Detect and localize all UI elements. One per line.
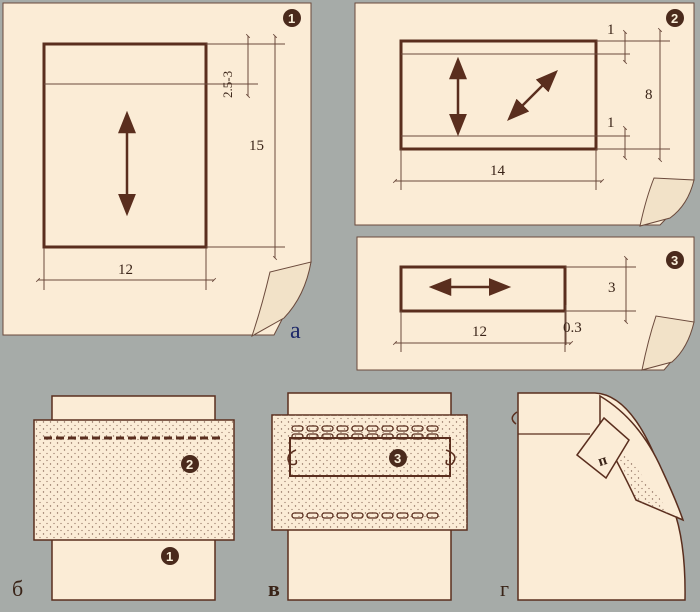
section-label-g: г: [500, 576, 509, 601]
piece-rectangle: [399, 39, 598, 151]
svg-text:3: 3: [394, 451, 401, 466]
height-label: 8: [645, 87, 653, 103]
paper-sheet: [2, 2, 312, 336]
height-label: 15: [249, 138, 264, 154]
width-label: 12: [118, 262, 133, 278]
badge-2: [181, 455, 199, 473]
width-label: 14: [490, 163, 506, 179]
svg-text:2: 2: [186, 457, 193, 472]
running-stitches-bottom: [291, 512, 439, 519]
hanging-loop: [511, 411, 518, 425]
badge-1: [161, 547, 179, 565]
page-curl: [639, 177, 695, 227]
folded-flap: [599, 394, 685, 522]
running-stitches-top: [291, 425, 439, 440]
loop-left: [287, 449, 298, 466]
tab-piece: [575, 416, 630, 480]
small-gap-label: 0.3: [563, 320, 582, 336]
section-label-v: в: [268, 576, 280, 601]
paper-sheet: [356, 236, 695, 371]
bottom-margin-label: 1: [607, 115, 615, 131]
svg-text:1: 1: [166, 549, 173, 564]
section-label-b: б: [12, 576, 23, 601]
loop-right: [445, 449, 456, 466]
svg-text:1: 1: [288, 11, 295, 26]
hem-label: 2.5-3: [220, 71, 235, 98]
top-margin-label: 1: [607, 22, 615, 38]
section-label-a: а: [290, 318, 301, 344]
paper-sheet: [354, 2, 695, 226]
svg-text:2: 2: [671, 11, 678, 26]
pattern-sheet-2: 14 8 1 1 2: [354, 2, 695, 227]
badge-3: [389, 449, 407, 467]
page-curl: [641, 315, 695, 371]
assembly-step-g: п г: [500, 392, 686, 601]
badge-2: [666, 9, 684, 27]
page-curl: [251, 261, 312, 338]
pattern-sheet-1: 12 15 2.5-3 1: [2, 2, 312, 338]
grain-arrow-diagonal: [507, 70, 558, 121]
badge-3: [666, 251, 684, 269]
width-label: 12: [472, 324, 487, 340]
pattern-sheet-3: 12 3 0.3 3: [356, 236, 695, 371]
badge-1: [283, 9, 301, 27]
assembly-step-b: 2 1 б: [12, 395, 235, 601]
piece-rectangle: [42, 42, 208, 249]
piece-rectangle: [399, 265, 567, 313]
assembly-step-v: 3 в: [268, 392, 468, 601]
svg-text:3: 3: [671, 253, 678, 268]
height-label: 3: [608, 280, 616, 296]
